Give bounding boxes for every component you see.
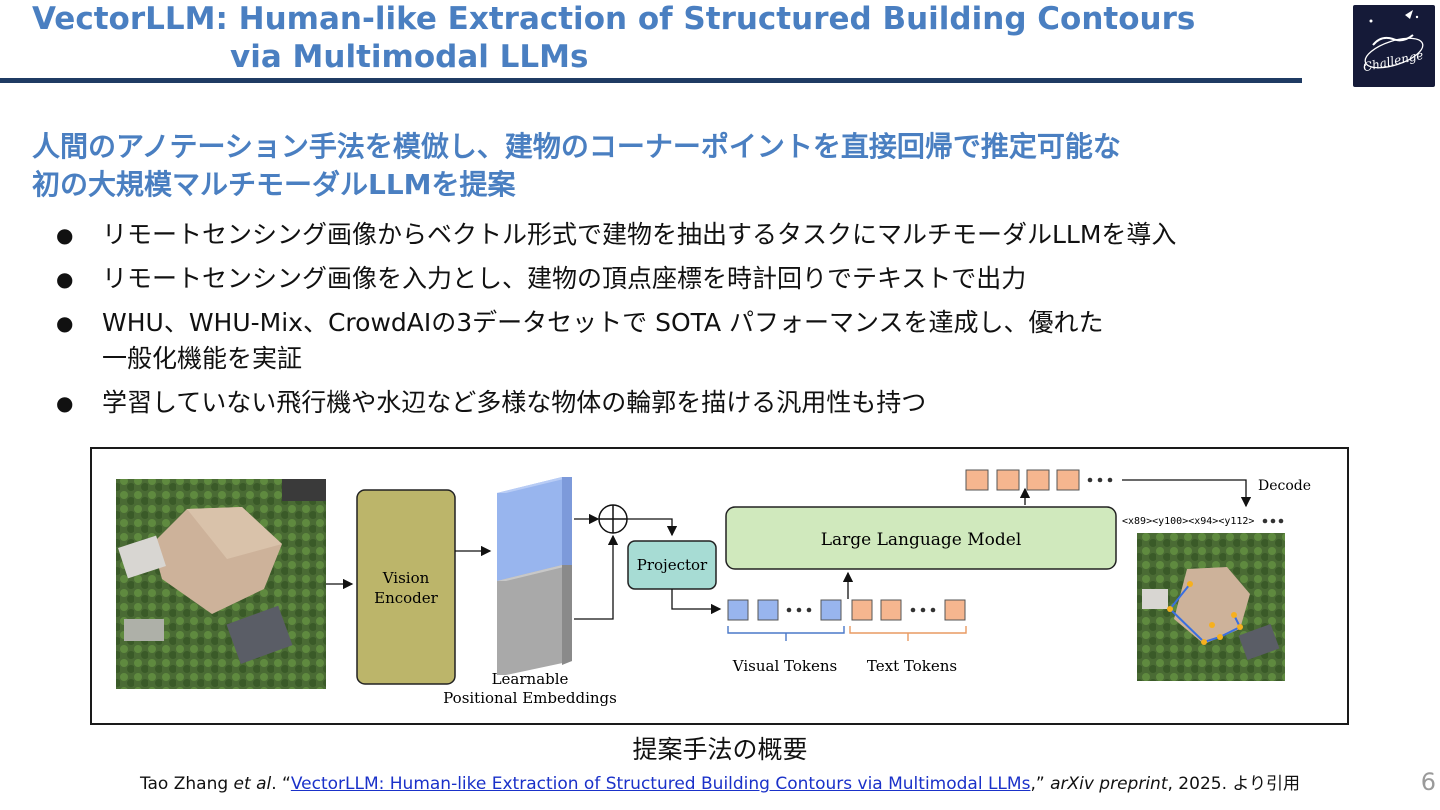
bullet-marker: ● bbox=[56, 391, 74, 415]
bullet-text-line1: WHU、WHU-Mix、CrowdAIの3データセットで SOTA パフォーマン… bbox=[102, 308, 1104, 337]
bullet-item: ● リモートセンシング画像からベクトル形式で建物を抽出するタスクにマルチモーダル… bbox=[56, 217, 1376, 253]
coordinate-tokens: <x89><y100><x94><y112> bbox=[1122, 516, 1254, 527]
decode-label: Decode bbox=[1258, 478, 1311, 494]
citation-author: Tao Zhang bbox=[139, 774, 234, 794]
citation: Tao Zhang et al. “VectorLLM: Human-like … bbox=[139, 774, 1301, 794]
bullet-text: 学習していない飛行機や水辺など多様な物体の輪郭を描ける汎用性も持つ bbox=[102, 388, 927, 417]
header-divider bbox=[0, 78, 1302, 83]
bullet-text: リモートセンシング画像からベクトル形式で建物を抽出するタスクにマルチモーダルLL… bbox=[102, 220, 1177, 249]
bullet-list: ● リモートセンシング画像からベクトル形式で建物を抽出するタスクにマルチモーダル… bbox=[56, 217, 1376, 429]
visual-feature-block bbox=[497, 477, 572, 585]
bullet-item: ● WHU、WHU-Mix、CrowdAIの3データセットで SOTA パフォー… bbox=[56, 305, 1376, 377]
figure-caption: 提案手法の概要 bbox=[632, 735, 808, 764]
bullet-marker: ● bbox=[56, 311, 74, 335]
visual-token-sequence: Visual Tokens bbox=[727, 599, 845, 675]
svg-text:Learnable: Learnable bbox=[492, 670, 569, 688]
bullet-text-line2: 一般化機能を実証 bbox=[102, 344, 303, 373]
bullet-item: ● リモートセンシング画像を入力とし、建物の頂点座標を時計回りでテキストで出力 bbox=[56, 261, 1376, 297]
projector-block: Projector bbox=[627, 540, 717, 590]
svg-text:Vision: Vision bbox=[382, 569, 430, 587]
bullet-marker: ● bbox=[56, 267, 74, 291]
slide-title-line2: via Multimodal LLMs bbox=[230, 39, 589, 75]
slide-title: VectorLLM: Human-like Extraction of Stru… bbox=[32, 0, 1322, 76]
bullet-item: ● 学習していない飛行機や水辺など多様な物体の輪郭を描ける汎用性も持つ bbox=[56, 385, 1376, 421]
citation-venue: arXiv preprint bbox=[1050, 774, 1168, 794]
method-diagram: Vision Encoder Learnable Positional Embe… bbox=[116, 469, 1311, 707]
vision-encoder-block: Vision Encoder bbox=[356, 489, 456, 685]
slide-subtitle: 人間のアノテーション手法を模倣し、建物のコーナーポイントを直接回帰で推定可能な … bbox=[32, 128, 1352, 204]
challenge-logo: Challenge bbox=[1353, 5, 1435, 87]
bullet-marker: ● bbox=[56, 223, 74, 247]
subtitle-line1: 人間のアノテーション手法を模倣し、建物のコーナーポイントを直接回帰で推定可能な bbox=[32, 130, 1121, 163]
challenge-logo-icon: Challenge bbox=[1362, 10, 1425, 74]
subtitle-line2: 初の大規模マルチモーダルLLMを提案 bbox=[32, 168, 516, 201]
svg-text:Positional Embeddings: Positional Embeddings bbox=[443, 689, 617, 707]
positional-embedding-block: Learnable Positional Embeddings bbox=[443, 565, 617, 707]
input-aerial-image bbox=[116, 479, 326, 689]
bullet-text: リモートセンシング画像を入力とし、建物の頂点座標を時計回りでテキストで出力 bbox=[102, 264, 1027, 293]
svg-text:Encoder: Encoder bbox=[374, 589, 439, 607]
page-number: 6 bbox=[1420, 768, 1436, 796]
text-token-sequence: Text Tokens bbox=[849, 599, 967, 675]
citation-etal: et al bbox=[233, 774, 272, 794]
bullet-text: WHU、WHU-Mix、CrowdAIの3データセットで SOTA パフォーマン… bbox=[102, 305, 1376, 377]
add-operator-icon bbox=[598, 504, 628, 534]
svg-text:Projector: Projector bbox=[637, 556, 708, 574]
output-tokens bbox=[965, 469, 1113, 491]
llm-block: Large Language Model bbox=[725, 506, 1117, 570]
slide-title-line1: VectorLLM: Human-like Extraction of Stru… bbox=[32, 1, 1196, 37]
citation-paper-link[interactable]: VectorLLM: Human-like Extraction of Stru… bbox=[290, 774, 1031, 794]
svg-text:Visual Tokens: Visual Tokens bbox=[732, 657, 837, 675]
svg-text:Large Language Model: Large Language Model bbox=[821, 530, 1022, 550]
method-figure: Vision Encoder Learnable Positional Embe… bbox=[90, 447, 1349, 725]
output-aerial-image bbox=[1137, 533, 1285, 681]
svg-text:Text Tokens: Text Tokens bbox=[867, 657, 957, 675]
